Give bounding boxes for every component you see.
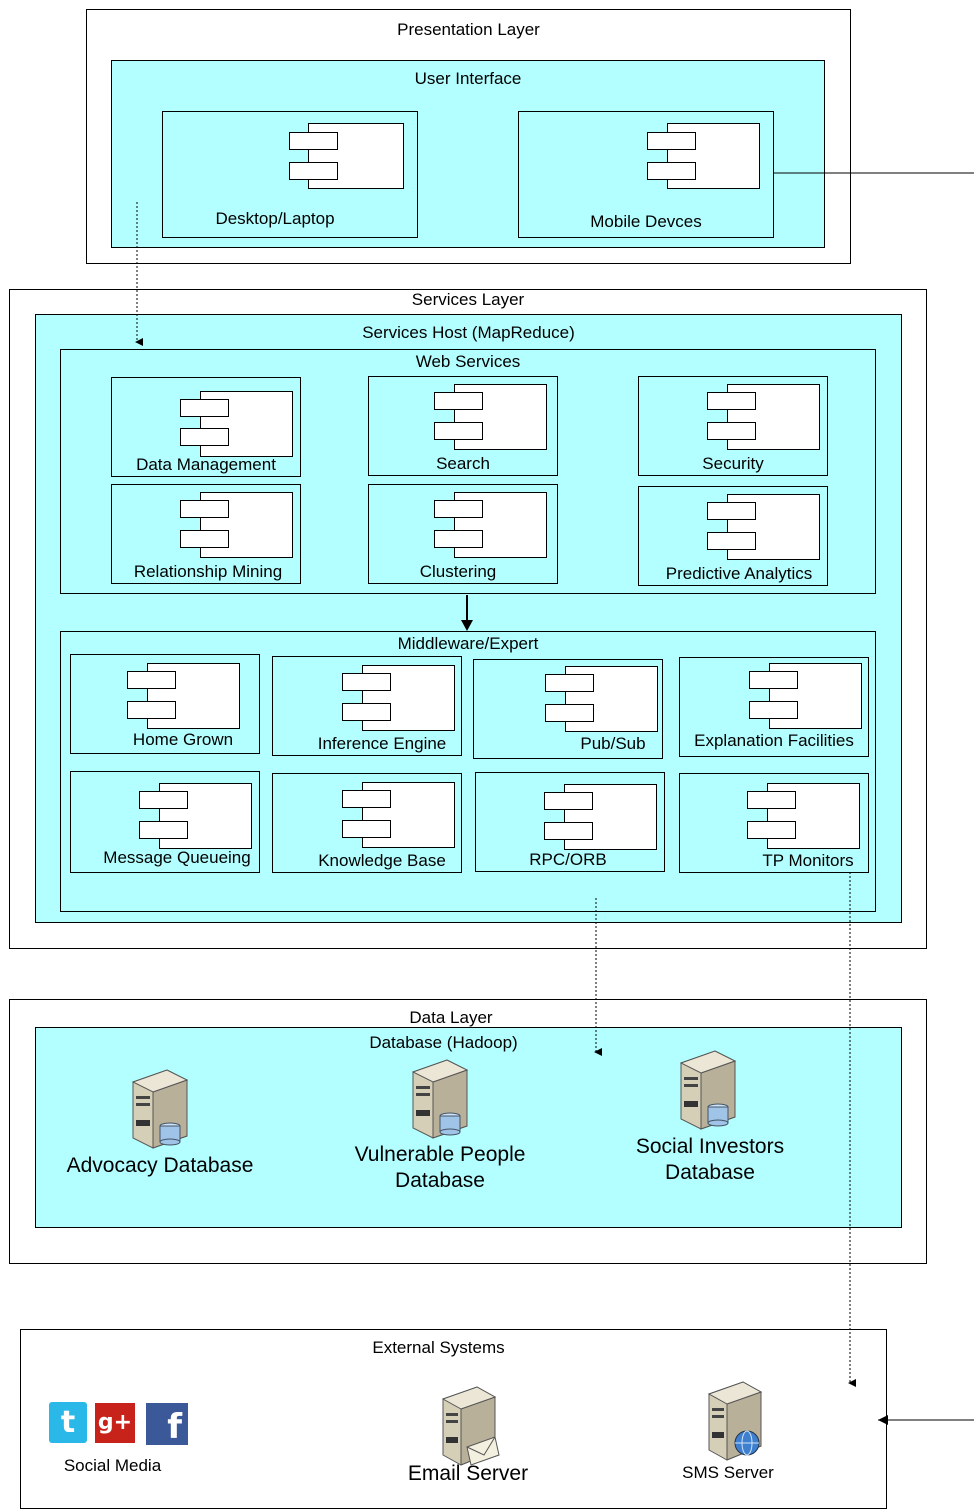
server-database-icon <box>127 1068 193 1150</box>
component-message-queueing: Message Queueing <box>70 771 260 873</box>
social-media-label: Social Media <box>63 1456 162 1475</box>
advocacy-database-label: Advocacy Database <box>40 1153 280 1179</box>
component-rpc-orb: RPC/ORB <box>475 772 665 872</box>
component-search: Search <box>368 376 558 476</box>
component-label: Desktop/Laptop <box>215 209 335 228</box>
component-desktop-laptop: Desktop/Laptop <box>162 111 418 238</box>
component-relationship-mining: Relationship Mining <box>111 484 301 584</box>
component-knowledge-base: Knowledge Base <box>272 773 462 873</box>
component-label: Home Grown <box>132 730 234 749</box>
vulnerable-people-database-label: Vulnerable People Database <box>320 1142 560 1194</box>
services-layer-title: Services Layer <box>411 290 525 309</box>
database-label-line: Database <box>665 1161 755 1184</box>
sms-server-icon <box>703 1380 767 1462</box>
database-title: Database (Hadoop) <box>369 1033 518 1052</box>
component-label: Mobile Devces <box>590 212 702 231</box>
component-label: Security <box>702 454 764 473</box>
facebook-icon: f <box>146 1403 188 1447</box>
social-investors-database-label: Social Investors Database <box>590 1134 830 1186</box>
server-database-icon <box>675 1049 741 1131</box>
component-label: Search <box>436 454 490 473</box>
component-data-management: Data Management <box>111 377 301 477</box>
component-tp-monitors: TP Monitors <box>679 773 869 873</box>
google-plus-icon: g+ <box>95 1403 135 1443</box>
component-label: Inference Engine <box>317 734 447 753</box>
component-label: Clustering <box>419 562 497 581</box>
database-label-line: Vulnerable People <box>354 1143 526 1166</box>
component-label: Data Management <box>136 455 276 474</box>
component-clustering: Clustering <box>368 484 558 584</box>
database-label-line: Social Investors <box>635 1135 785 1158</box>
server-database-icon <box>407 1058 473 1140</box>
database-label-line: Advocacy Database <box>66 1154 254 1177</box>
component-label: Message Queueing <box>103 848 251 867</box>
services-host-title: Services Host (MapReduce) <box>362 323 575 342</box>
database-label-line: Database <box>395 1169 485 1192</box>
component-explanation-facilities: Explanation Facilities <box>679 657 869 757</box>
email-server-icon <box>437 1385 501 1467</box>
data-layer-title: Data Layer <box>409 1008 493 1027</box>
web-services-title: Web Services <box>415 352 521 371</box>
component-label: Knowledge Base <box>318 851 446 870</box>
component-label: Predictive Analytics <box>665 564 813 583</box>
component-home-grown: Home Grown <box>70 654 260 754</box>
component-mobile-devices: Mobile Devces <box>518 111 774 238</box>
middleware-title: Middleware/Expert <box>397 634 539 653</box>
external-systems-title: External Systems <box>372 1338 505 1357</box>
component-pub-sub: Pub/Sub <box>473 659 663 759</box>
component-predictive-analytics: Predictive Analytics <box>638 486 828 586</box>
component-label: RPC/ORB <box>529 850 607 869</box>
component-label: Pub/Sub <box>580 734 646 753</box>
twitter-icon: t <box>49 1402 87 1443</box>
user-interface-title: User Interface <box>414 69 522 88</box>
component-label: TP Monitors <box>762 851 854 870</box>
sms-server-label: SMS Server <box>682 1463 774 1482</box>
component-security: Security <box>638 376 828 476</box>
presentation-layer-title: Presentation Layer <box>397 20 540 39</box>
email-server-label: Email Server <box>407 1462 529 1485</box>
component-label: Relationship Mining <box>133 562 283 581</box>
component-label: Explanation Facilities <box>694 731 854 750</box>
component-inference-engine: Inference Engine <box>272 656 462 756</box>
